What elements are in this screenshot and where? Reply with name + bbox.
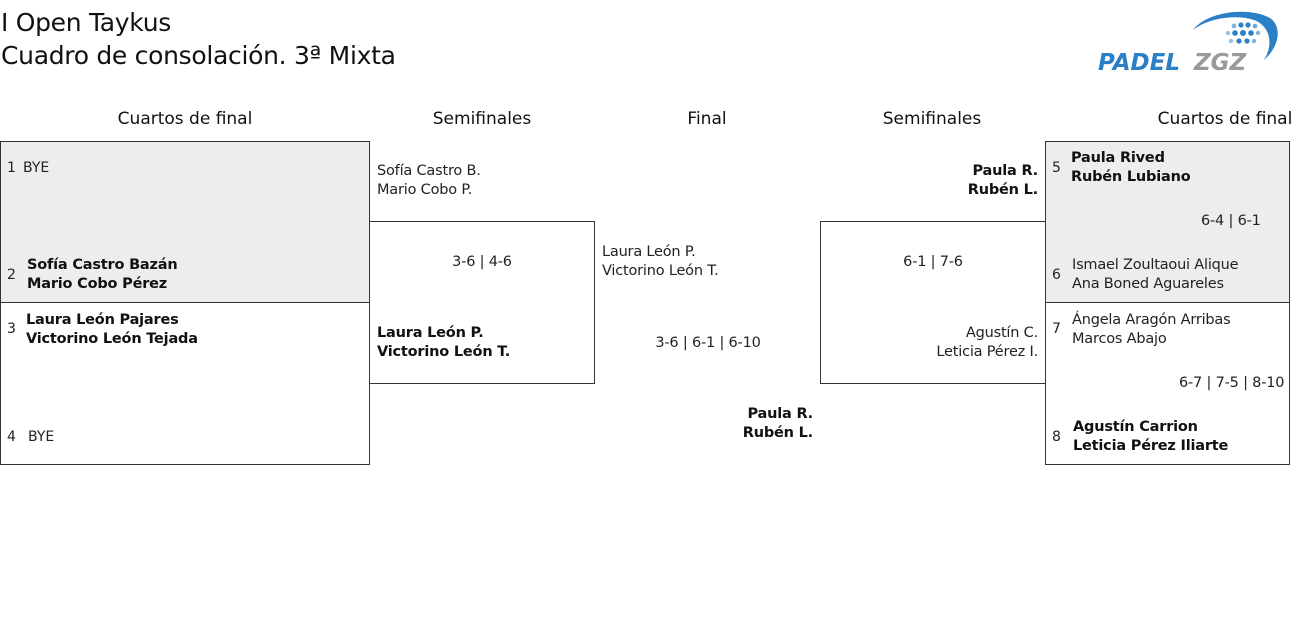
match-score: 6-1 | 7-6 [903, 254, 963, 270]
logo-dots-icon [1225, 22, 1261, 44]
champion-team-name: Paula R. Rubén L. [700, 405, 813, 443]
match-score: 6-7 | 7-5 | 8-10 [1179, 375, 1285, 391]
team-bye: BYE [28, 429, 55, 445]
padelzgz-logo: PADEL ZGZ [1098, 11, 1278, 76]
player-name: Agustín C. [965, 325, 1038, 341]
round-header-qf-right: Cuartos de final [1157, 109, 1292, 129]
match-qf-right-1 [1045, 141, 1290, 303]
player-name: Victorino León Tejada [26, 331, 198, 347]
seed-number: 8 [1052, 429, 1061, 445]
team-name-winner: Laura León Pajares Victorino León Tejada [26, 311, 198, 349]
team-name-winner: Laura León P. Victorino León T. [377, 324, 510, 362]
player-name: Ángela Aragón Arribas [1072, 312, 1231, 328]
match-score: 6-4 | 6-1 [1201, 213, 1261, 229]
player-name: Paula R. [747, 406, 814, 422]
team-name: Ángela Aragón Arribas Marcos Abajo [1072, 311, 1231, 349]
final-score: 3-6 | 6-1 | 6-10 [655, 335, 761, 351]
team-name: Agustín C. Leticia Pérez I. [880, 324, 1038, 362]
team-name-winner: Agustín Carrion Leticia Pérez Iliarte [1073, 418, 1228, 456]
bracket-line [369, 221, 595, 222]
team-name: Ismael Zoultaoui Alique Ana Boned Aguare… [1072, 256, 1239, 294]
player-name: Marcos Abajo [1072, 331, 1167, 347]
player-name: Rubén Lubiano [1071, 169, 1191, 185]
player-name: Mario Cobo Pérez [27, 276, 168, 292]
player-name: Agustín Carrion [1073, 419, 1198, 435]
match-score: 3-6 | 4-6 [452, 254, 512, 270]
player-name: Victorino León T. [602, 263, 719, 279]
match-qf-right-2 [1045, 302, 1290, 465]
team-name-winner: Paula R. Rubén L. [900, 162, 1038, 200]
bracket-line [820, 383, 1046, 384]
round-header-sf-left: Semifinales [432, 109, 532, 129]
team-name: Laura León P. Victorino León T. [602, 243, 719, 281]
player-name: Laura León Pajares [26, 312, 179, 328]
round-header-final: Final [687, 109, 727, 129]
seed-number: 5 [1052, 160, 1061, 176]
seed-number: 1 [7, 160, 16, 176]
player-name: Mario Cobo P. [377, 182, 473, 198]
team-name: Sofía Castro B. Mario Cobo P. [377, 162, 481, 200]
bracket-line [369, 383, 595, 384]
player-name: Ismael Zoultaoui Alique [1072, 257, 1239, 273]
round-header-qf-left: Cuartos de final [117, 109, 253, 129]
player-name: Sofía Castro Bazán [27, 257, 178, 273]
seed-number: 6 [1052, 267, 1061, 283]
match-qf-left-1 [0, 141, 370, 303]
seed-number: 7 [1052, 321, 1061, 337]
player-name: Ana Boned Aguareles [1072, 276, 1224, 292]
team-name-winner: Paula Rived Rubén Lubiano [1071, 149, 1191, 187]
bracket-line [820, 221, 821, 384]
player-name: Leticia Pérez Iliarte [1073, 438, 1229, 454]
seed-number: 2 [7, 267, 16, 283]
bracket-line [820, 221, 1046, 222]
player-name: Rubén L. [742, 425, 813, 441]
player-name: Laura León P. [377, 325, 484, 341]
player-name: Victorino León T. [377, 344, 511, 360]
round-header-sf-right: Semifinales [882, 109, 982, 129]
seed-number: 4 [7, 429, 16, 445]
team-bye: BYE [23, 160, 50, 176]
team-name-winner: Sofía Castro Bazán Mario Cobo Pérez [27, 256, 178, 294]
player-name: Paula Rived [1071, 150, 1165, 166]
player-name: Laura León P. [602, 244, 696, 260]
player-name: Rubén L. [967, 182, 1038, 198]
tournament-title: I Open Taykus [1, 8, 171, 37]
logo-text-padel: PADEL [1098, 50, 1180, 76]
seed-number: 3 [7, 321, 16, 337]
logo-text-zgz: ZGZ [1193, 50, 1248, 76]
player-name: Leticia Pérez I. [936, 344, 1038, 360]
player-name: Sofía Castro B. [377, 163, 481, 179]
bracket-line [594, 221, 595, 384]
player-name: Paula R. [972, 163, 1039, 179]
draw-subtitle: Cuadro de consolación. 3ª Mixta [1, 41, 396, 70]
